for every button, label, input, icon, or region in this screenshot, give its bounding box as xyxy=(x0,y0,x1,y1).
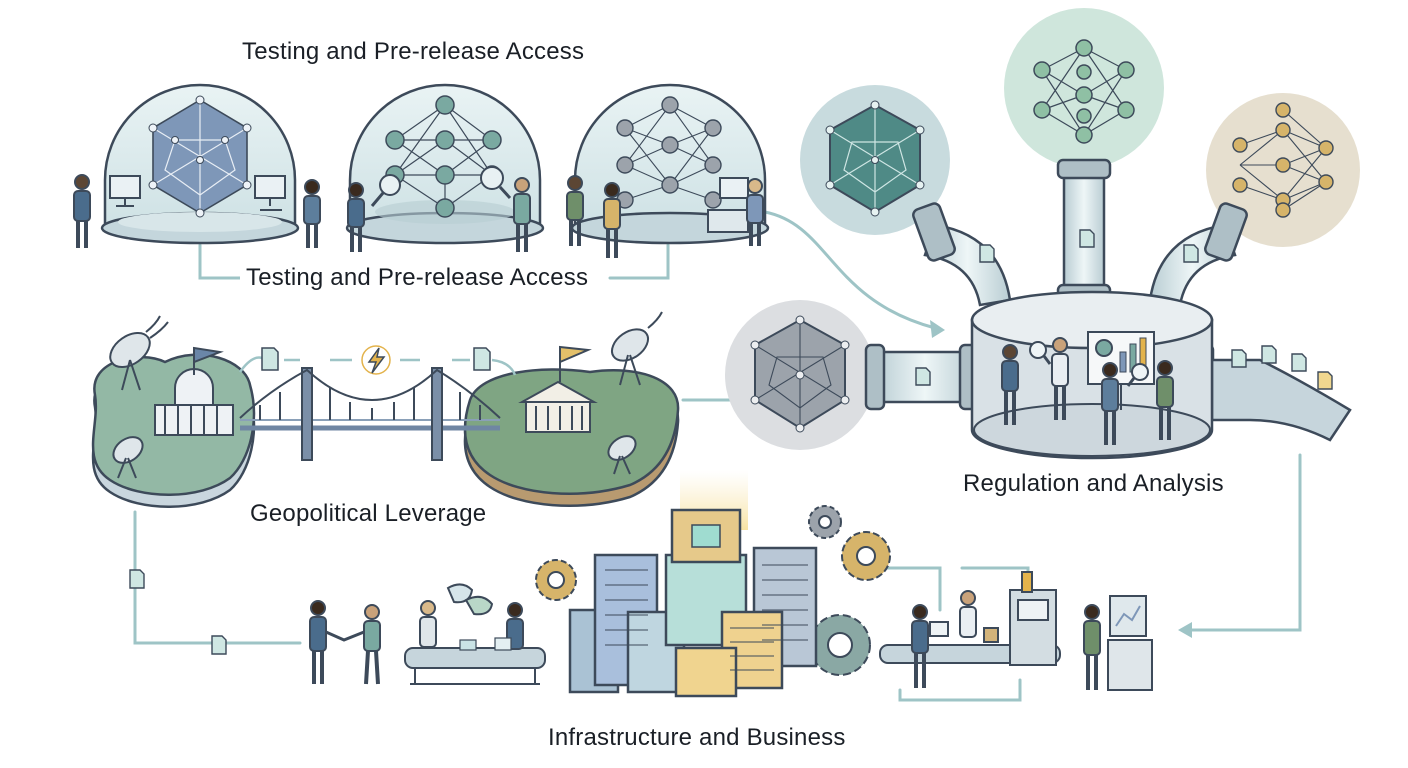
person-tester xyxy=(513,177,531,252)
label-testing-top: Testing and Pre-release Access xyxy=(242,38,585,65)
satellite-dish-icon xyxy=(112,436,144,479)
person-tester xyxy=(73,174,91,248)
magnifying-glass-icon xyxy=(370,174,401,207)
flow-line-right-down xyxy=(1183,453,1302,632)
gear-icon xyxy=(535,559,577,601)
gear-icon xyxy=(809,614,871,676)
person-tester xyxy=(303,179,321,248)
testers xyxy=(73,166,764,258)
person-tester xyxy=(566,175,584,246)
suspension-bridge xyxy=(239,367,501,461)
flow-line-domes-bottom xyxy=(198,243,670,280)
flow-line-gears xyxy=(858,566,1030,612)
regulation-hub xyxy=(970,290,1214,460)
factory-line xyxy=(879,571,1061,688)
flow-line-factory-bottom xyxy=(898,678,1022,702)
dome-1 xyxy=(100,83,300,245)
label-infrastructure: Infrastructure and Business xyxy=(548,724,846,751)
government-building-icon xyxy=(154,352,234,436)
monitor-icon xyxy=(707,177,749,233)
ai-model-polyhedron-blue xyxy=(148,95,252,218)
monitor-operator xyxy=(1083,595,1153,691)
flag-icon xyxy=(193,346,224,375)
person-tester xyxy=(347,182,365,252)
analyst-figures xyxy=(1001,337,1174,445)
pipes xyxy=(864,158,1352,442)
flow-arrows xyxy=(930,320,1192,638)
person-tester xyxy=(603,182,621,258)
server-towers xyxy=(568,508,818,698)
monitor-icon xyxy=(109,175,141,207)
analysis-chart-board xyxy=(1087,331,1155,410)
person-tester xyxy=(746,178,764,246)
flag-icon xyxy=(559,345,592,364)
ai-bubble-gold xyxy=(1206,93,1360,247)
satellite-dish-icon xyxy=(109,315,169,391)
flow-arrows-geo xyxy=(238,356,517,376)
satellite-dish-icon xyxy=(607,435,637,475)
label-testing-mid: Testing and Pre-release Access xyxy=(240,264,595,292)
document-icon xyxy=(915,229,1333,390)
flow-line-left-down xyxy=(133,510,302,645)
government-building-icon xyxy=(518,348,598,433)
ai-bubble-grey xyxy=(725,300,875,450)
handshake-figures xyxy=(309,600,381,685)
label-geopolitical: Geopolitical Leverage xyxy=(250,500,487,527)
lightning-bolt-icon xyxy=(361,345,391,375)
ai-bubble-teal xyxy=(800,85,950,235)
document-icon xyxy=(261,347,491,371)
ai-bubble-green xyxy=(1004,8,1164,168)
magnifying-glass-icon xyxy=(480,166,512,200)
gear-icon xyxy=(841,531,891,581)
satellite-dish-icon xyxy=(610,311,663,386)
monitor-icon xyxy=(1109,595,1147,637)
flow-lines xyxy=(133,210,1302,702)
conveyor-business xyxy=(404,583,546,685)
gear-icon xyxy=(808,505,842,539)
magnifying-glass-icon xyxy=(1029,341,1149,387)
document-icon xyxy=(129,569,227,655)
flow-line-domes-to-hub xyxy=(763,210,937,330)
label-regulation: Regulation and Analysis xyxy=(963,470,1224,497)
monitor-icon xyxy=(254,175,286,211)
